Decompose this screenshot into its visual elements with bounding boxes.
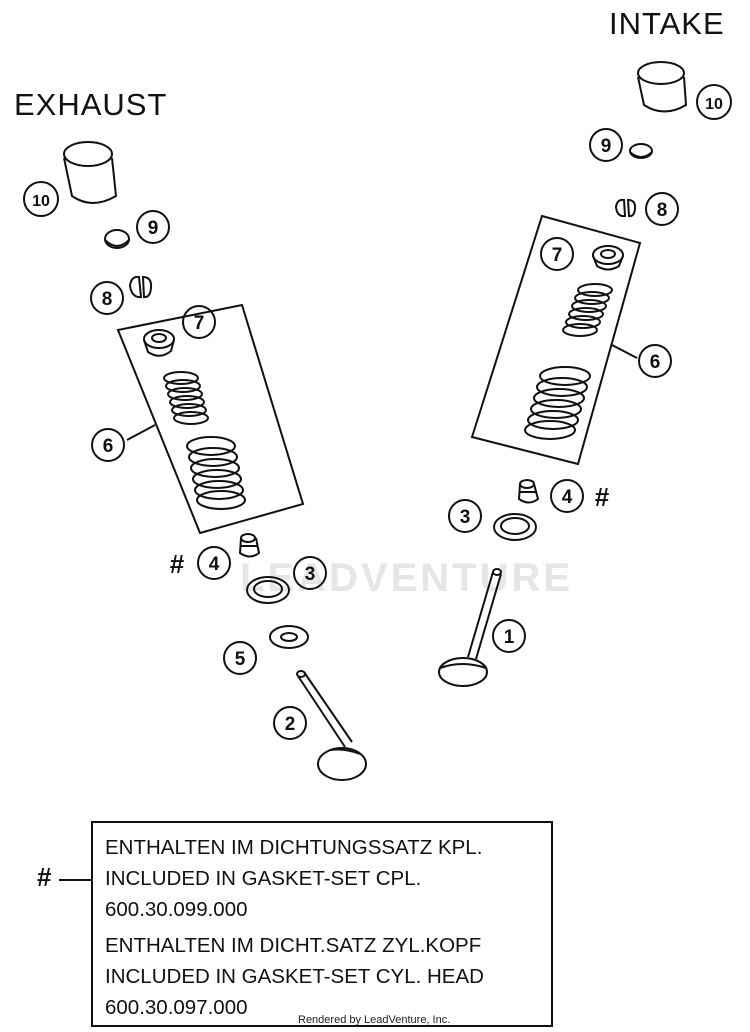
intake-callout-8-circle — [645, 192, 679, 226]
exhaust-callout-8-circle — [90, 281, 124, 315]
exhaust-callout-2-circle — [273, 706, 307, 740]
exhaust-callout-9-circle — [136, 210, 170, 244]
exhaust-callout-4-circle — [197, 546, 231, 580]
intake-callout-1-circle — [492, 619, 526, 653]
legend-marker-line — [59, 879, 91, 881]
intake-callout-4: 4 — [562, 487, 573, 508]
exhaust-valve-stem-seal[interactable] — [238, 533, 261, 558]
intake-callout-8: 8 — [657, 200, 668, 221]
intake-callout-10: 10 — [705, 96, 723, 113]
exhaust-callout-10: 10 — [32, 193, 50, 210]
exhaust-gasket-hash: # — [170, 549, 185, 579]
exhaust-callout-5: 5 — [235, 649, 246, 670]
exhaust-callout-6: 6 — [103, 436, 114, 457]
exhaust-callout-8: 8 — [102, 289, 113, 310]
exhaust-washer[interactable] — [269, 625, 309, 649]
intake-spring-retainer[interactable] — [592, 245, 624, 271]
exhaust-callout-2: 2 — [285, 714, 296, 735]
intake-bucket-tappet[interactable] — [637, 61, 688, 113]
intake-inner-valve-spring[interactable] — [562, 283, 613, 337]
legend-line-4: ENTHALTEN IM DICHT.SATZ ZYL.KOPF — [105, 934, 482, 957]
exhaust-spring-seat[interactable] — [246, 576, 290, 604]
intake-outer-valve-spring[interactable] — [524, 366, 591, 440]
exhaust-callout-7: 7 — [194, 313, 205, 334]
exhaust-callout-7-circle — [182, 305, 216, 339]
intake-title: INTAKE — [609, 6, 725, 41]
exhaust-callout-6-leader — [126, 424, 156, 441]
intake-spring-seat[interactable] — [493, 513, 537, 541]
intake-callout-7: 7 — [552, 245, 563, 266]
render-credit: Rendered by LeadVenture, Inc. — [298, 1014, 451, 1026]
exhaust-bucket-tappet[interactable] — [63, 141, 118, 204]
intake-callout-1: 1 — [504, 627, 515, 648]
exhaust-spring-group-frame — [116, 303, 305, 535]
exhaust-valve-shim[interactable] — [104, 229, 130, 249]
legend-hash-marker: # — [37, 862, 52, 892]
intake-callout-9-circle — [589, 128, 623, 162]
intake-callout-9: 9 — [601, 136, 612, 157]
exhaust-callout-9: 9 — [148, 218, 159, 239]
exhaust-inner-valve-spring[interactable] — [163, 371, 209, 425]
intake-valve[interactable] — [438, 568, 502, 687]
legend-line-6: 600.30.097.000 — [105, 996, 248, 1019]
exhaust-callout-5-circle — [223, 641, 257, 675]
exhaust-callout-3-circle — [293, 556, 327, 590]
intake-callout-6: 6 — [650, 352, 661, 373]
legend-line-1: ENTHALTEN IM DICHTUNGSSATZ KPL. — [105, 836, 483, 859]
intake-callout-3: 3 — [460, 507, 471, 528]
intake-gasket-hash: # — [595, 482, 610, 512]
exhaust-spring-retainer[interactable] — [143, 329, 175, 357]
intake-callout-6-leader — [611, 344, 638, 359]
intake-spring-group-frame — [470, 214, 642, 466]
intake-valve-keepers[interactable] — [614, 198, 637, 218]
intake-callout-3-circle — [448, 499, 482, 533]
legend-line-3: 600.30.099.000 — [105, 898, 248, 921]
intake-callout-4-circle — [550, 479, 584, 513]
gasket-set-legend: ENTHALTEN IM DICHTUNGSSATZ KPL. INCLUDED… — [91, 821, 553, 1027]
exhaust-callout-6-circle — [91, 428, 125, 462]
intake-valve-shim[interactable] — [629, 143, 653, 159]
exhaust-valve[interactable] — [296, 670, 367, 781]
exhaust-title: EXHAUST — [14, 87, 168, 122]
exhaust-callout-4: 4 — [209, 554, 220, 575]
exhaust-callout-3: 3 — [305, 564, 316, 585]
legend-line-2: INCLUDED IN GASKET-SET CPL. — [105, 867, 422, 890]
exhaust-valve-keepers[interactable] — [128, 275, 153, 299]
intake-callout-6-circle — [638, 344, 672, 378]
intake-valve-stem-seal[interactable] — [517, 479, 540, 504]
exhaust-callout-10-circle — [23, 181, 59, 217]
intake-callout-7-circle — [540, 237, 574, 271]
exhaust-outer-valve-spring[interactable] — [186, 436, 246, 510]
intake-callout-10-circle — [696, 84, 732, 120]
legend-line-5: INCLUDED IN GASKET-SET CYL. HEAD — [105, 965, 484, 988]
